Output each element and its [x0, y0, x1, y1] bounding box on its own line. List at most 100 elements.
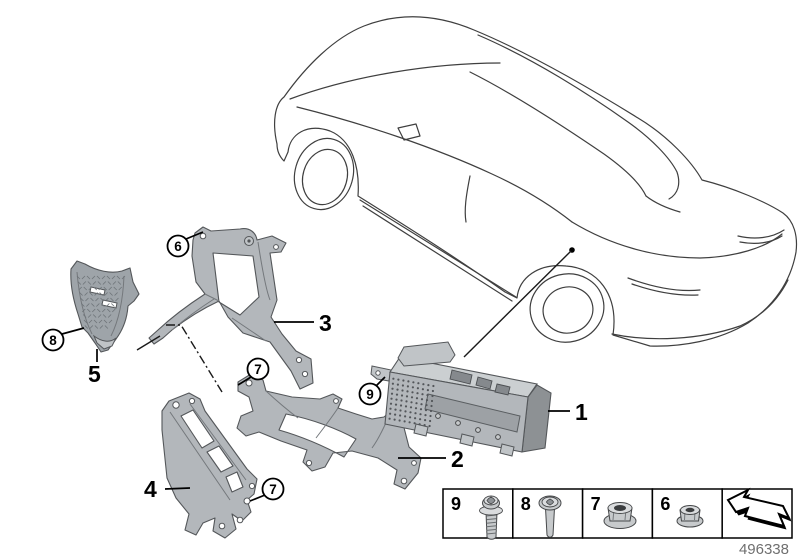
cover-weave-texture — [76, 275, 126, 329]
legend-box-8-number: 8 — [521, 494, 531, 514]
part-4-ladder-bracket — [161, 392, 258, 539]
part-1-amplifier — [370, 341, 552, 457]
label-4-text[interactable]: 4 — [144, 476, 157, 502]
car-bumper-crease — [611, 279, 789, 340]
callout-6-leader — [185, 231, 204, 240]
bracket4-rail-lines — [169, 403, 247, 501]
label-3-text[interactable]: 3 — [319, 310, 332, 336]
legend-box-7[interactable]: 7 — [581, 488, 654, 539]
label-5-text[interactable]: 5 — [88, 361, 101, 387]
direction-of-travel-arrow-icon — [726, 487, 792, 530]
car-door-seam — [464, 175, 471, 223]
amp-foot-3 — [499, 443, 515, 457]
part-3-upper-bracket — [148, 226, 314, 390]
car-quarter-seam — [645, 195, 681, 213]
legend-box-arrow[interactable] — [721, 487, 793, 539]
rear-rim — [542, 286, 594, 334]
amp-connector-band — [424, 393, 521, 433]
cover-inner-edge — [76, 271, 125, 337]
legend-box-9-number: 9 — [451, 494, 461, 514]
callout-9-leader — [375, 376, 386, 387]
callout-9-circle[interactable] — [358, 382, 382, 406]
callout-7-lower-number: 7 — [269, 482, 277, 497]
amp-boss-3 — [475, 427, 481, 433]
callout-8[interactable]: 8 — [41, 327, 85, 352]
flange-nut-small-icon — [676, 505, 704, 528]
bracket4-hole-foot2 — [218, 522, 226, 530]
bracket2-hole-tab — [245, 379, 253, 387]
part-5-perforated-cover — [70, 260, 140, 353]
bracket2-hole-foot — [400, 477, 408, 485]
callout-7-lower[interactable]: 7 — [249, 477, 285, 502]
torx-flange-screw-icon — [479, 495, 503, 540]
alignment-dash-dot-line — [166, 324, 223, 393]
legend-box-6-number: 6 — [660, 494, 670, 514]
cover-body — [70, 260, 140, 353]
label-1-text[interactable]: 1 — [575, 399, 588, 425]
legend-box-9[interactable]: 9 — [442, 488, 514, 540]
callout-6-circle[interactable] — [166, 234, 190, 258]
amp-left-tab-hole — [375, 370, 381, 376]
amp-boss-4 — [495, 434, 501, 440]
car-beltline — [296, 106, 573, 223]
legend-box-9-frame[interactable] — [442, 488, 514, 539]
callout-7-upper-leader — [237, 376, 252, 386]
legend-box-7-number: 7 — [591, 494, 601, 514]
bracket2-hole-wing — [411, 460, 417, 466]
bracket4-hole-flange — [243, 497, 251, 505]
callout-8-circle[interactable] — [41, 328, 65, 352]
arm-end-tick — [136, 335, 161, 351]
car-taillight-left — [627, 277, 701, 296]
callout-7-lower-circle[interactable] — [261, 477, 285, 501]
part-label-1[interactable]: 1 — [548, 399, 588, 425]
car-taillight-right — [737, 229, 785, 244]
callout-7-lower-leader — [249, 494, 266, 502]
rear-tire — [529, 273, 605, 343]
callout-9-number: 9 — [366, 387, 374, 402]
callout-9[interactable]: 9 — [358, 376, 386, 406]
front-tire — [293, 137, 355, 211]
callout-6[interactable]: 6 — [166, 231, 204, 258]
bracket2-hole-mid — [333, 398, 339, 404]
amp-boss-2 — [455, 420, 461, 426]
part-label-2[interactable]: 2 — [398, 446, 464, 472]
car-a-pillar-line — [289, 62, 501, 100]
bracket3-hole-foot2 — [301, 370, 309, 378]
car-silhouette — [274, 16, 798, 347]
legend-box-8[interactable]: 8 — [512, 488, 584, 539]
amp-connector-block-1 — [449, 369, 473, 385]
amp-perforation-grid — [388, 377, 435, 428]
car-rocker-line — [359, 199, 517, 302]
leader-line — [463, 250, 572, 358]
bracket3-body — [148, 226, 314, 390]
label-4-leader — [164, 487, 191, 490]
amp-boss-1 — [435, 413, 441, 419]
part-2-lower-bracket — [236, 373, 422, 490]
cover-slot-lower — [101, 299, 118, 309]
car-mirror — [397, 123, 421, 141]
flange-nut-icon — [603, 502, 637, 529]
part-label-3[interactable]: 3 — [274, 310, 332, 336]
label-2-text[interactable]: 2 — [451, 446, 464, 472]
car-bumper-top-edge — [571, 221, 783, 259]
front-rim — [301, 148, 349, 206]
legend-box-6[interactable]: 6 — [651, 488, 723, 539]
car-to-amplifier-leader — [463, 247, 575, 358]
part-label-5[interactable]: 5 — [88, 349, 101, 387]
cover-slot-upper — [89, 286, 106, 296]
part-label-4[interactable]: 4 — [144, 476, 191, 502]
bracket2-hole-bottom — [305, 459, 313, 467]
callout-7-upper-circle[interactable] — [246, 357, 270, 381]
bracket3-boss-center — [247, 239, 251, 243]
amp-connector-block-2 — [475, 376, 493, 390]
fastener-legend: 9 8 7 — [442, 487, 793, 540]
callout-7-upper[interactable]: 7 — [237, 357, 270, 386]
bracket2-body — [236, 373, 422, 490]
bracket4-hole-flange2 — [248, 482, 256, 490]
car-rear-window-edge — [469, 71, 647, 197]
cover-bottom-band — [92, 334, 117, 350]
car-line-art — [274, 16, 798, 347]
torx-pan-screw-icon — [538, 495, 562, 538]
